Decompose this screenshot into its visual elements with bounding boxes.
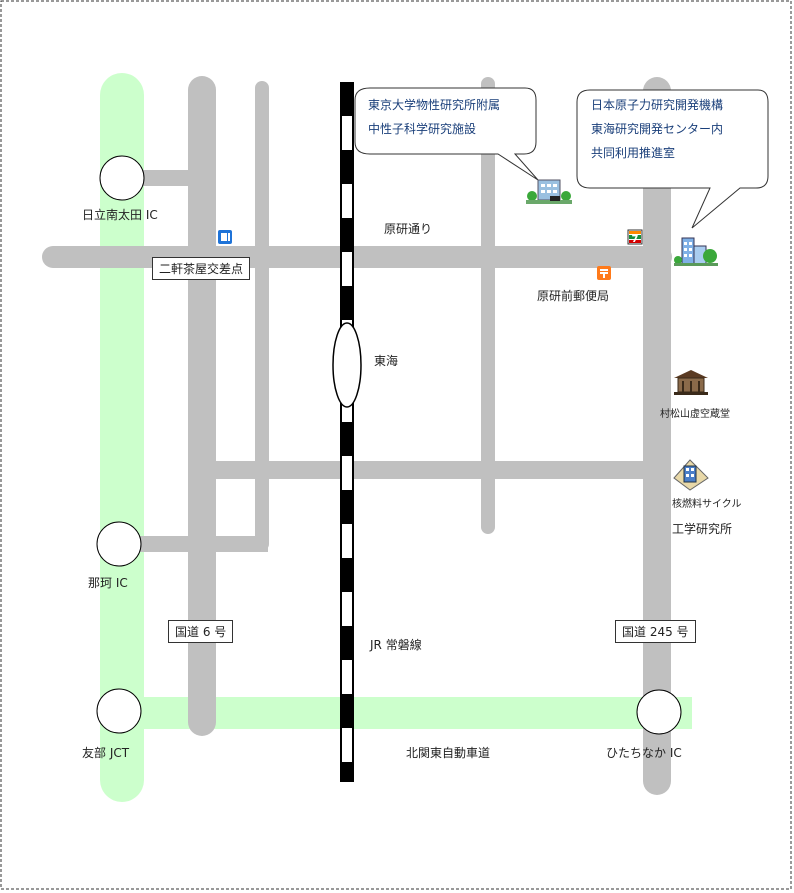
expressway-kita-kanto [122,697,692,729]
label-kita-kanto-expressway: 北関東自動車道 [406,746,491,760]
jct-tomobe-marker [96,688,142,734]
factory-icon [673,459,709,491]
label-jr-joban-line: JR 常磐線 [370,638,422,652]
label-hitachinaka-ic: ひたちなか IC [606,746,682,760]
temple-icon [674,370,708,395]
callout-jaea-line2: 東海研究開発センター内 [591,122,724,136]
label-muramatsu-temple: 村松山虚空蔵堂 [660,409,730,420]
convenience-store-icon: 7 [627,229,643,245]
label-hitachi-minami-ota-ic: 日立南太田 IC [82,208,158,222]
ic-hitachi-minami-ota-marker [99,155,145,201]
label-nikenchaya-intersection: 二軒茶屋交差点 [152,257,251,280]
label-naka-ic: 那珂 IC [88,576,128,590]
ic-hitachinaka-marker [636,689,682,735]
callout-jaea-text: 日本原子力研究開発機構 東海研究開発センター内 共同利用推進室 [591,93,723,165]
callout-issp-line1: 東京大学物性研究所附属 [368,98,501,112]
issp-building-icon [526,179,572,204]
label-nuclear-fuel-line2: 工学研究所 [672,522,733,536]
callout-jaea-line1: 日本原子力研究開発機構 [591,98,724,112]
callout-jaea-bubble [576,89,769,229]
label-tomobe-jct: 友部 JCT [82,746,130,760]
callout-jaea-line3: 共同利用推進室 [591,146,676,160]
ic-naka-marker [96,521,142,567]
callout-issp-text: 東京大学物性研究所附属 中性子科学研究施設 [368,93,500,141]
label-post-office: 原研前郵便局 [537,289,610,303]
jaea-building-icon [674,237,718,266]
callout-issp-line2: 中性子科学研究施設 [368,122,477,136]
label-kokudo245: 国道 245 号 [615,620,696,643]
post-office-icon [597,266,611,280]
label-kokudo6: 国道 6 号 [168,620,234,643]
label-nuclear-fuel-line1: 核燃料サイクル [672,499,742,510]
label-genken-dori: 原研通り [384,222,433,236]
gas-station-icon [218,230,232,244]
label-tokai-station: 東海 [374,354,399,368]
tokai-station-marker [332,322,362,408]
svg-text:7: 7 [632,234,639,245]
callout-issp-bubble [354,87,539,181]
jr-joban-line [340,82,354,782]
